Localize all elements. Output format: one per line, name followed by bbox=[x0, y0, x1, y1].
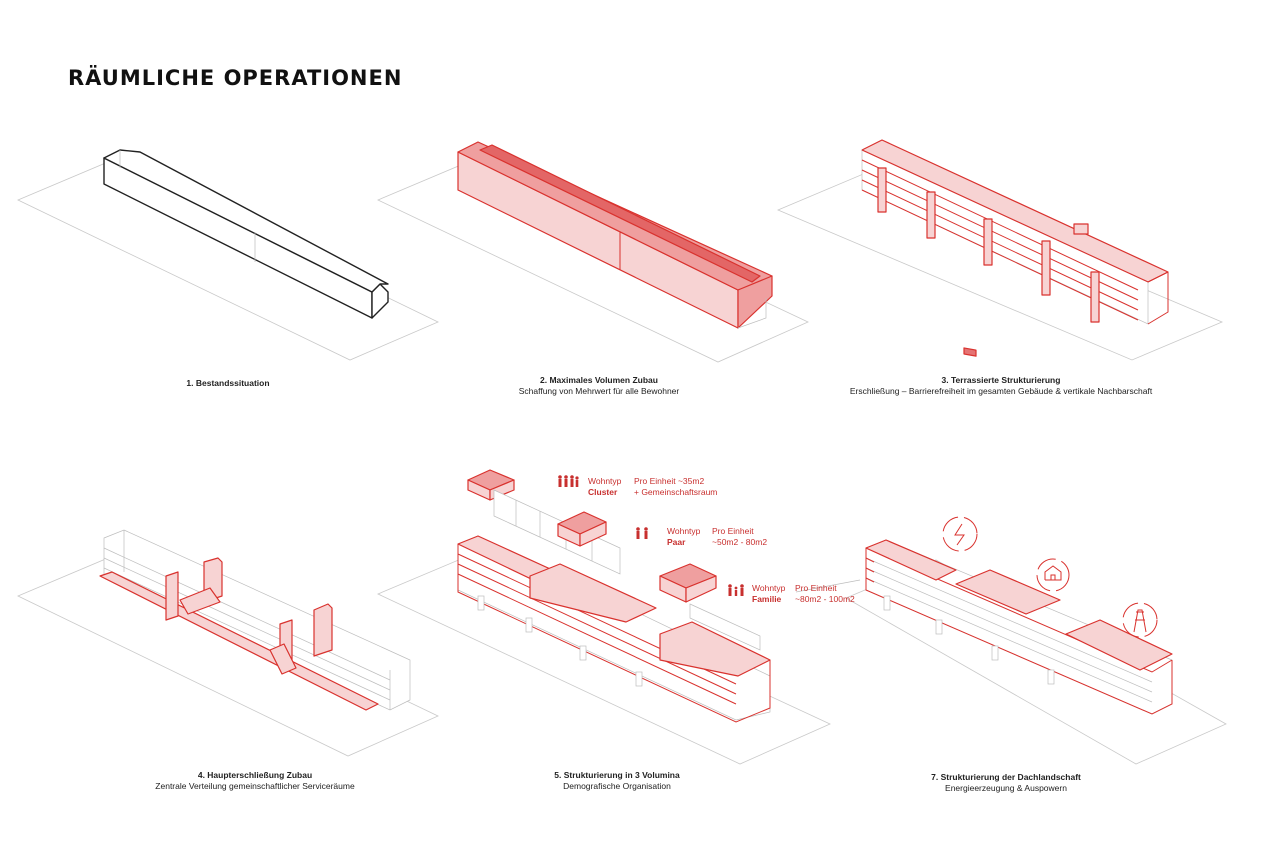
wohntyp-desc-line: ~80m2 - 100m2 bbox=[795, 594, 855, 604]
caption-step-5: 5. Strukturierung in 3 Volumina Demograf… bbox=[407, 770, 827, 792]
caption-subtitle: Schaffung von Mehrwert für alle Bewohner bbox=[518, 386, 680, 396]
wohntyp-label: Wohntyp bbox=[667, 526, 701, 536]
caption-subtitle: Zentrale Verteilung gemeinschaftlicher S… bbox=[155, 781, 355, 791]
caption-subtitle: Demografische Organisation bbox=[563, 781, 671, 791]
wohntyp-desc-line: Pro Einheit ~35m2 bbox=[634, 476, 705, 486]
panel-3-terrassiert bbox=[776, 139, 1224, 361]
building-ghost bbox=[103, 529, 411, 711]
wohntyp-type: Familie bbox=[752, 594, 782, 604]
wohntyp-paar-label: Wohntyp Paar bbox=[667, 526, 700, 548]
volume-end bbox=[737, 275, 773, 329]
wohntyp-cluster-label: Wohntyp Cluster bbox=[588, 476, 621, 498]
site-ground bbox=[377, 555, 831, 765]
caption-step-4: 4. Haupterschließung Zubau Zentrale Vert… bbox=[45, 770, 465, 792]
panel-7-dachlandschaft bbox=[845, 516, 1227, 765]
site-ground bbox=[17, 161, 439, 361]
caption-step-3: 3. Terrassierte Strukturierung Erschließ… bbox=[791, 375, 1211, 397]
caption-subtitle: Erschließung – Barrierefreiheit im gesam… bbox=[849, 386, 1153, 396]
panel-1-bestand bbox=[17, 149, 439, 361]
circulation-cores bbox=[877, 167, 1100, 323]
roof-garden bbox=[955, 569, 1061, 615]
roof-energy bbox=[865, 539, 957, 581]
caption-title: 5. Strukturierung in 3 Volumina bbox=[554, 770, 680, 780]
people-family-icon bbox=[728, 584, 744, 596]
wohntyp-label: Wohntyp bbox=[752, 583, 786, 593]
roof-sport bbox=[1065, 619, 1173, 671]
volume-front bbox=[457, 151, 739, 329]
caption-step-2: 2. Maximales Volumen Zubau Schaffung von… bbox=[389, 375, 809, 397]
exploded-familie-units bbox=[659, 563, 761, 651]
house-icon bbox=[1036, 558, 1070, 592]
tower-icon bbox=[1122, 602, 1158, 638]
cores bbox=[883, 595, 1055, 685]
caption-title: 1. Bestandssituation bbox=[186, 378, 270, 388]
caption-step-7: 7. Strukturierung der Dachlandschaft Ene… bbox=[796, 772, 1216, 794]
panel-4-erschliessung bbox=[17, 529, 439, 757]
caption-title: 3. Terrassierte Strukturierung bbox=[941, 375, 1061, 385]
exploded-cluster-units bbox=[467, 469, 621, 575]
panel-5-volumina bbox=[377, 469, 861, 765]
existing-building-roof bbox=[103, 149, 389, 293]
wohntyp-familie-desc: Pro Einheit ~80m2 - 100m2 bbox=[795, 583, 855, 605]
wohntyp-type: Cluster bbox=[588, 487, 618, 497]
exploded-paar-units bbox=[557, 511, 607, 547]
people-pair-icon bbox=[636, 527, 648, 539]
wohntyp-paar-desc: Pro Einheit ~50m2 - 80m2 bbox=[712, 526, 767, 548]
caption-title: 4. Haupterschließung Zubau bbox=[197, 770, 313, 780]
cores bbox=[477, 595, 643, 687]
volume-paar bbox=[529, 563, 657, 623]
site-ground bbox=[377, 161, 809, 363]
wohntyp-cluster-desc: Pro Einheit ~35m2 + Gemeinschaftsraum bbox=[634, 476, 717, 498]
people-group-icon bbox=[558, 475, 579, 487]
wohntyp-desc-line: Pro Einheit bbox=[795, 583, 837, 593]
volume-familie bbox=[659, 621, 771, 677]
wohntyp-label: Wohntyp bbox=[588, 476, 622, 486]
wohntyp-type: Paar bbox=[667, 537, 686, 547]
site-ground bbox=[17, 557, 439, 757]
caption-title: 7. Strukturierung der Dachlandschaft bbox=[931, 772, 1081, 782]
wohntyp-desc-line: Pro Einheit bbox=[712, 526, 754, 536]
panel-2-volumen bbox=[377, 141, 809, 363]
wohntyp-desc-line: + Gemeinschaftsraum bbox=[634, 487, 718, 497]
page-title: RÄUMLICHE OPERATIONEN bbox=[68, 66, 403, 90]
existing-building-side bbox=[103, 157, 373, 319]
site-ground bbox=[776, 171, 1224, 361]
caption-step-1: 1. Bestandssituation bbox=[18, 378, 438, 389]
wohntyp-desc-line: ~50m2 - 80m2 bbox=[712, 537, 768, 547]
energy-bolt-icon bbox=[942, 516, 978, 552]
caption-subtitle: Energieerzeugung & Auspowern bbox=[945, 783, 1067, 793]
wohntyp-familie-label: Wohntyp Familie bbox=[752, 583, 785, 605]
caption-title: 2. Maximales Volumen Zubau bbox=[540, 375, 658, 385]
